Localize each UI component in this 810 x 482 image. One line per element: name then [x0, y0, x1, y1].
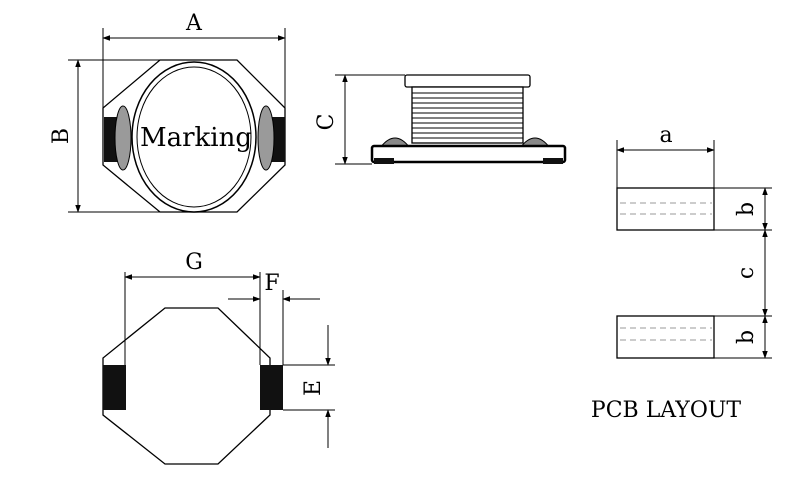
core-inner-circle — [136, 66, 252, 208]
pcb-dim-a-label: a — [659, 123, 672, 148]
dim-b-label: B — [49, 128, 74, 144]
dim-g-label: G — [185, 250, 203, 275]
winding-lines — [412, 92, 523, 139]
bottom-pad-left — [103, 365, 126, 410]
core-outer-circle — [131, 61, 257, 213]
side-top-cap — [404, 74, 531, 88]
pcb-dim-b-top-label: b — [734, 202, 759, 216]
pcb-layout: a b c b PCB LAYOUT — [591, 123, 772, 423]
top-view: A B Marking — [49, 11, 286, 213]
wire-end-left — [114, 105, 132, 171]
pcb-dim-b-bottom-label: b — [734, 330, 759, 344]
wire-end-right — [257, 105, 275, 171]
dim-f-label: F — [264, 271, 279, 296]
marking-label: Marking — [140, 123, 252, 153]
dim-e-label: E — [301, 380, 326, 396]
pcb-pad-bottom — [616, 315, 715, 359]
pcb-pad-top — [616, 187, 715, 231]
side-view: C — [314, 74, 567, 165]
pcb-layout-title: PCB LAYOUT — [591, 398, 742, 423]
bottom-pad-right — [260, 365, 283, 410]
bottom-view: G F E — [102, 250, 335, 465]
dim-c-label: C — [314, 114, 339, 131]
side-base — [370, 144, 567, 164]
side-pad-left — [374, 158, 394, 164]
pcb-dim-c-label: c — [734, 267, 759, 279]
side-winding — [411, 86, 524, 144]
dim-a-label: A — [185, 11, 203, 36]
top-view-body-outline — [102, 59, 286, 213]
side-pad-right — [543, 158, 563, 164]
bottom-view-body-outline — [102, 307, 271, 465]
